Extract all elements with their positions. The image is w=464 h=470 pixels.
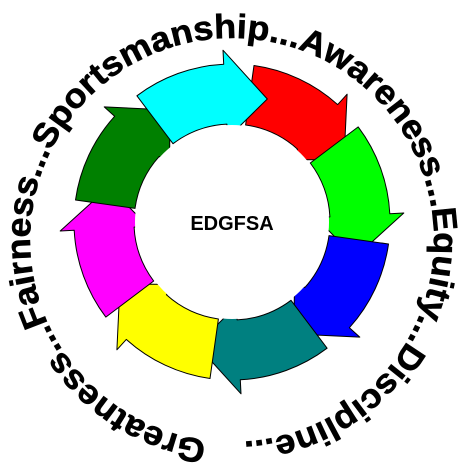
- cyan-arrow: [136, 49, 268, 145]
- yellow-arrow: [116, 283, 219, 379]
- green-arrow: [309, 126, 405, 258]
- blue-arrow: [293, 235, 389, 338]
- center-disc: [135, 125, 329, 319]
- center-label: EDGFSA: [190, 213, 273, 235]
- dark-green-arrow: [75, 106, 171, 209]
- magenta-arrow: [59, 186, 155, 318]
- red-arrow: [245, 65, 348, 161]
- arrow-cycle: [59, 49, 405, 395]
- teal-arrow: [196, 299, 328, 395]
